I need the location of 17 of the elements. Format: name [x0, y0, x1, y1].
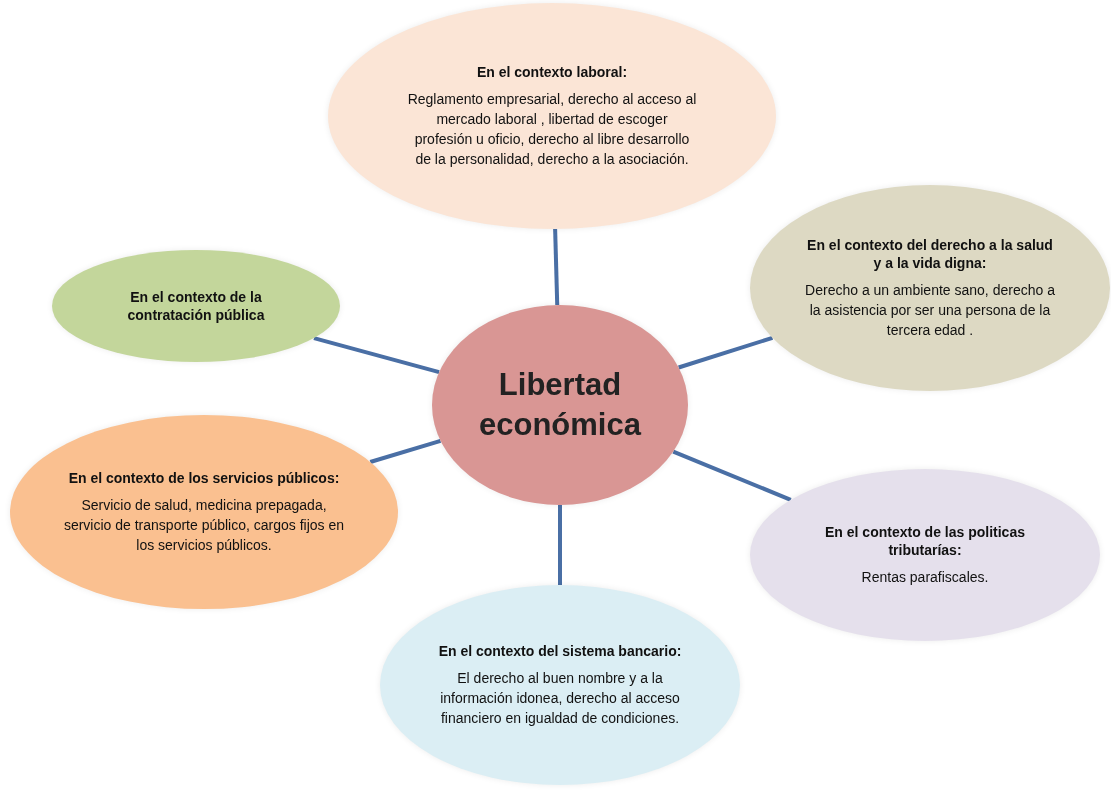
context-description: Rentas parafiscales. [861, 568, 989, 587]
connector-line [553, 228, 560, 306]
central-title: Libertad económica [478, 366, 643, 444]
context-heading: En el contexto de la contratación pública [126, 288, 266, 324]
connector-line [369, 439, 442, 464]
context-heading: En el contexto de las politicas tributarías: [824, 523, 1026, 559]
context-description: Servicio de salud, medicina prepagada, servicio de transporte público, cargos fijos en los servicios públicos. [62, 496, 346, 555]
context-heading: En el contexto del derecho a la salud y a la vida digna: [806, 236, 1054, 272]
context-description: Reglamento empresarial, derecho al acceso al mercado laboral , libertad de escoger profesión u oficio, derecho al libre desarrollo de la personalidad, derecho a la asociación. [407, 90, 697, 169]
context-description: El derecho al buen nombre y a la información idonea, derecho al acceso financiero en igualdad de condiciones. [439, 669, 681, 728]
context-description: Derecho a un ambiente sano, derecho a la asistencia por ser una persona de la tercera edad . [805, 281, 1055, 340]
connector-line [313, 336, 440, 375]
connector-line [558, 505, 562, 585]
context-heading: En el contexto del sistema bancario: [438, 642, 682, 660]
context-heading: En el contexto de los servicios públicos: [68, 469, 340, 487]
connector-line [678, 335, 774, 370]
context-heading: En el contexto laboral: [476, 63, 628, 81]
